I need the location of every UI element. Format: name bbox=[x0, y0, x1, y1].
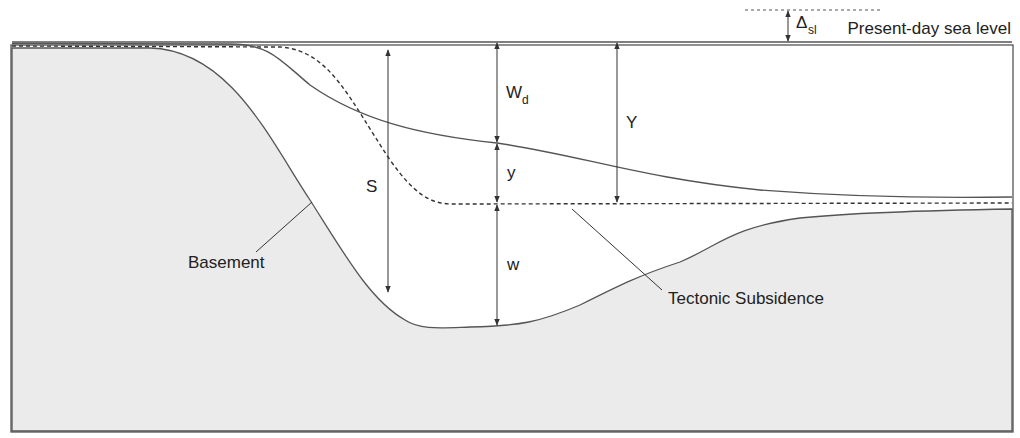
leader-line bbox=[572, 209, 662, 290]
past-sea-level bbox=[745, 9, 880, 10]
dimension-arrow bbox=[788, 11, 789, 41]
dimension-arrow bbox=[497, 144, 498, 202]
basement-fill bbox=[12, 48, 1012, 431]
delta-symbol: Δ bbox=[796, 14, 807, 31]
dimension-arrow bbox=[497, 43, 498, 142]
sea-level-label: Present-day sea level bbox=[848, 20, 1011, 37]
dimension-letter: Y bbox=[626, 114, 637, 131]
tectonic-subsidence-line bbox=[12, 46, 1012, 204]
water-depth-line bbox=[12, 44, 1012, 198]
subscript: d bbox=[522, 94, 529, 106]
dimension-letter: S bbox=[366, 178, 377, 195]
subscript: sl bbox=[808, 24, 817, 36]
dimension-arrow bbox=[388, 50, 389, 292]
dimension-letter: y bbox=[507, 164, 516, 181]
dimension-arrow bbox=[617, 43, 618, 202]
dimension-letter: w bbox=[507, 256, 519, 273]
leader-line bbox=[256, 202, 312, 252]
sea-level-line bbox=[12, 41, 1012, 42]
frame bbox=[11, 45, 1013, 432]
dimension-arrows bbox=[388, 11, 788, 325]
basement-label: Basement bbox=[188, 254, 265, 271]
dimension-letter: W bbox=[506, 84, 522, 101]
tectonic-subsidence-label: Tectonic Subsidence bbox=[668, 290, 824, 307]
dimension-arrow bbox=[497, 205, 498, 325]
